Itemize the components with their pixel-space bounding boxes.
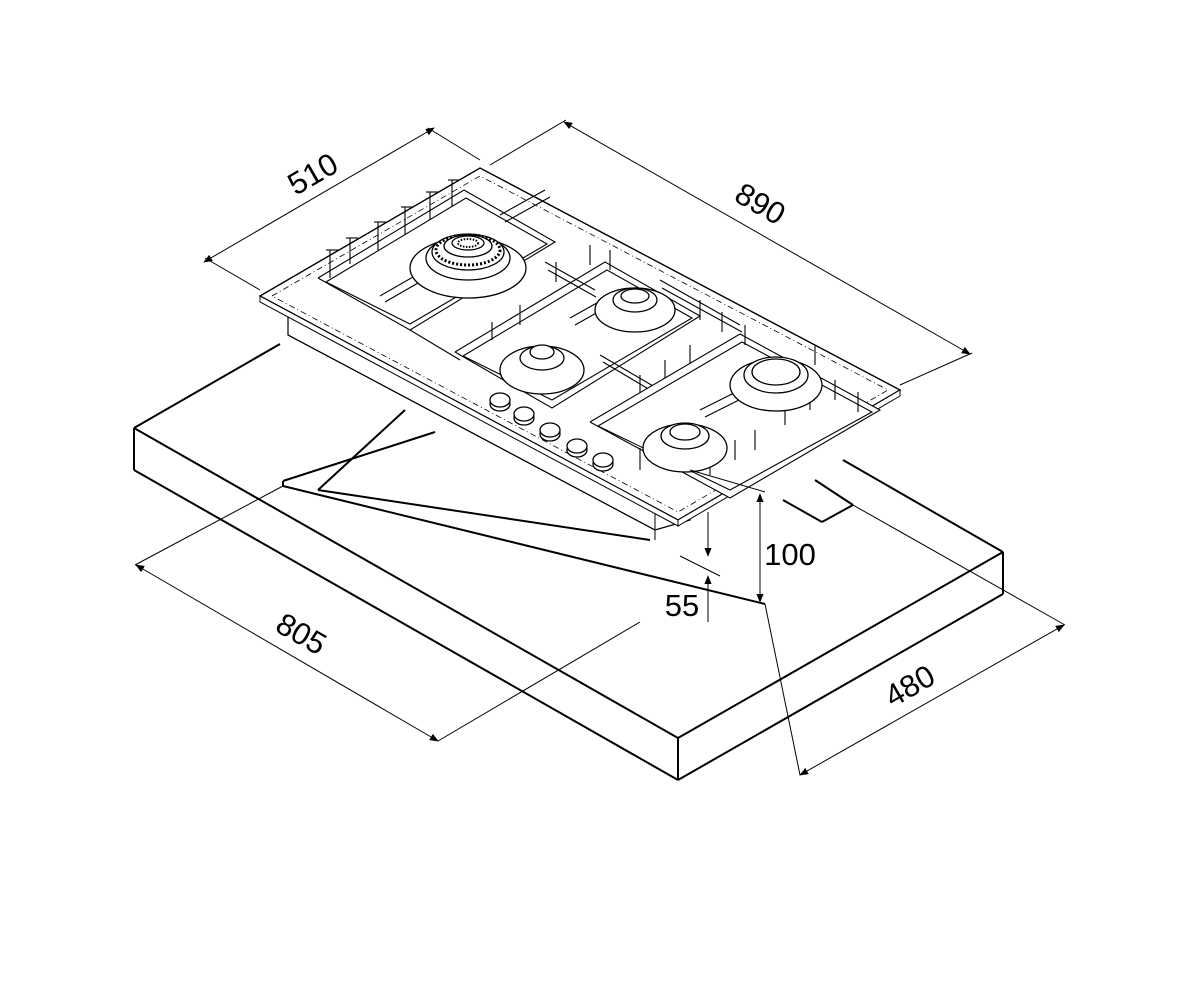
label-480: 480 <box>879 658 941 714</box>
label-55: 55 <box>665 588 699 623</box>
auxiliary-burner-back <box>594 287 676 333</box>
countertop-top-back-edge <box>842 459 1004 553</box>
cutout-inner-left <box>317 409 406 491</box>
cutout-opening <box>282 409 854 605</box>
cutout-left-back-edge <box>282 431 436 482</box>
knob-4 <box>566 438 588 458</box>
dim-100 <box>689 469 766 603</box>
dim-55 <box>679 512 721 622</box>
dim-805 <box>134 485 641 742</box>
wok-burner <box>409 233 527 299</box>
knob-1 <box>489 392 511 412</box>
label-100: 100 <box>764 537 816 572</box>
countertop-top-right-edge <box>677 551 1004 739</box>
label-805: 805 <box>270 606 332 662</box>
cutout-inner-front <box>317 489 651 541</box>
auxiliary-burner-front <box>642 422 728 473</box>
dim-510 <box>203 127 481 291</box>
cutout-front-edge <box>282 485 766 605</box>
dimension-lines <box>134 119 1066 776</box>
control-knobs <box>489 392 614 472</box>
knob-2 <box>513 406 535 426</box>
dim-480 <box>764 504 1066 776</box>
knob-3 <box>539 422 561 442</box>
semi-rapid-burner <box>499 344 585 395</box>
cutout-back-right <box>814 479 854 506</box>
dim-890 <box>489 119 973 386</box>
cutout-right-corner <box>821 504 854 523</box>
rapid-burner <box>729 356 823 412</box>
cutout-right-edge <box>782 499 823 523</box>
label-510: 510 <box>282 146 344 202</box>
countertop-top-left-edge <box>133 343 281 429</box>
knob-5 <box>592 452 614 472</box>
label-890: 890 <box>729 176 791 232</box>
